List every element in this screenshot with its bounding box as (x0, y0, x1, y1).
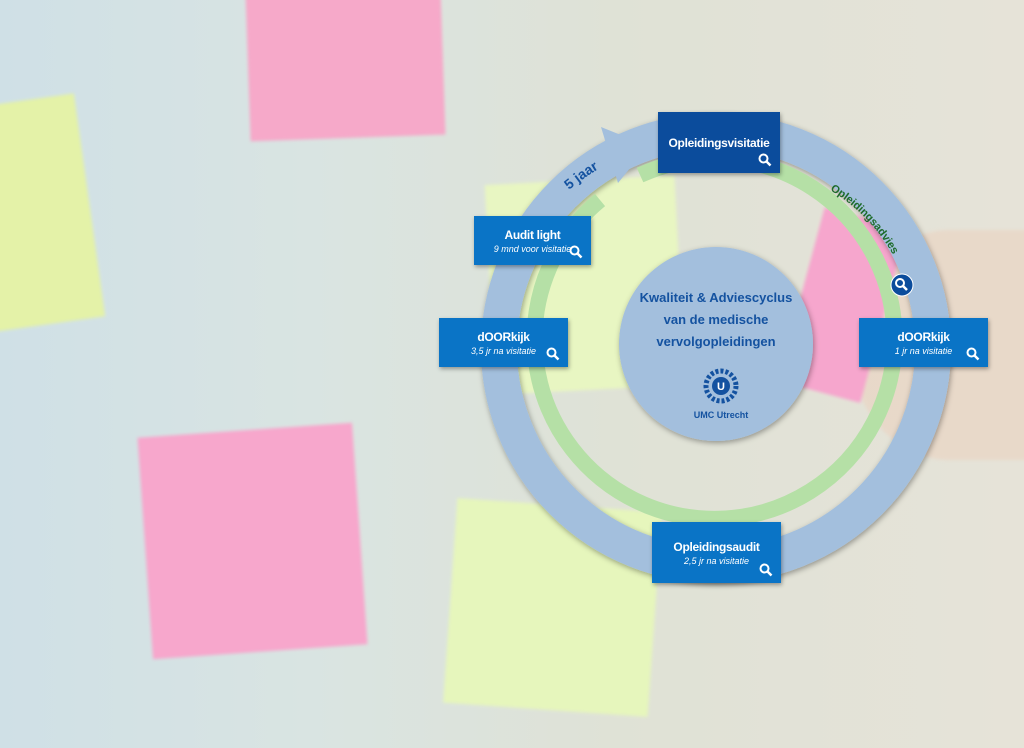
search-icon (758, 153, 772, 167)
arrowhead (601, 127, 648, 183)
search-icon (759, 563, 773, 577)
center-title-2: van de medische (664, 312, 769, 327)
box-subtitle: 1 jr na visitatie (894, 346, 953, 356)
search-icon (895, 278, 905, 288)
box-title: Opleidingsvisitatie (668, 136, 770, 150)
box-subtitle: 9 mnd voor visitatie (493, 244, 572, 254)
box-doorkijk-3-5[interactable]: dOORkijk 3,5 jr na visitatie (439, 318, 568, 367)
box-title: dOORkijk (477, 330, 530, 344)
box-subtitle: 3,5 jr na visitatie (470, 346, 537, 356)
search-icon (569, 245, 583, 259)
box-opleidingsvisitatie[interactable]: Opleidingsvisitatie (658, 112, 780, 173)
svg-text:UMC Utrecht: UMC Utrecht (694, 410, 749, 420)
search-icon (966, 347, 980, 361)
opleidingsadvies-search-button[interactable] (890, 273, 914, 297)
umc-logo: U UMC Utrecht (694, 368, 749, 420)
box-title: Opleidingsaudit (673, 540, 760, 554)
box-subtitle: 2,5 jr na visitatie (683, 556, 750, 566)
search-icon (546, 347, 560, 361)
center-title-1: Kwaliteit & Adviescyclus (640, 290, 793, 305)
box-title: Audit light (504, 228, 561, 242)
box-title: dOORkijk (897, 330, 950, 344)
box-opleidingsaudit[interactable]: Opleidingsaudit 2,5 jr na visitatie (652, 522, 781, 583)
box-doorkijk-1[interactable]: dOORkijk 1 jr na visitatie (859, 318, 988, 367)
center-circle (619, 247, 813, 441)
svg-text:U: U (717, 381, 725, 393)
box-audit-light[interactable]: Audit light 9 mnd voor visitatie (474, 216, 591, 265)
center-title-3: vervolgopleidingen (656, 334, 775, 349)
